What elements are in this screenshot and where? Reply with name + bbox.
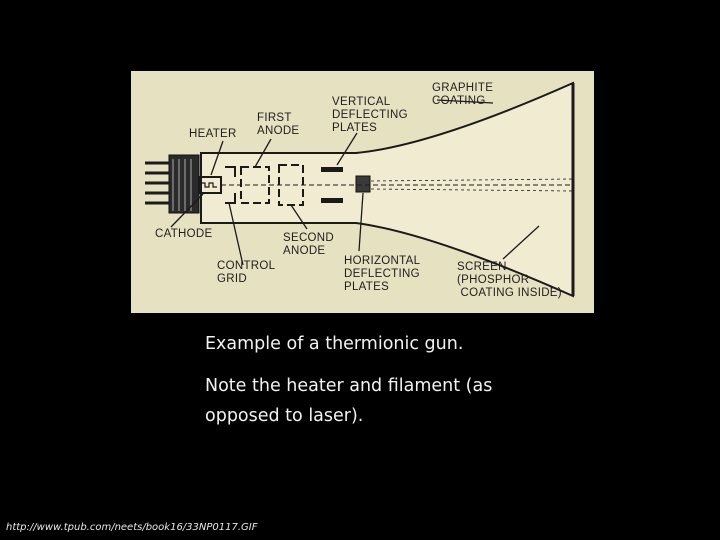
horizontal-plates [355,175,371,193]
label-graphite-coating: GRAPHITE COATING [432,82,494,107]
crt-tube-drawing [145,81,575,298]
label-screen: SCREEN (PHOSPHOR COATING INSIDE) [457,261,562,299]
caption-line-2: Note the heater and filament (as [205,376,493,396]
control-grid [225,166,236,204]
tube-base [168,154,200,214]
label-second-anode: SECOND ANODE [283,232,335,257]
source-link[interactable]: http://www.tpub.com/neets/book16/33NP011… [6,522,258,533]
label-first-anode: FIRST ANODE [257,112,300,137]
label-vertical-plates: VERTICAL DEFLECTING PLATES [332,96,408,134]
label-cathode: CATHODE [155,228,213,240]
label-horizontal-plates: HORIZONTAL DEFLECTING PLATES [344,255,421,293]
label-control-grid: CONTROL GRID [217,260,276,285]
caption-line-3: opposed to laser). [205,406,364,426]
vertical-plates [321,167,343,172]
base-pins [145,161,169,205]
crt-diagram: HEATER FIRST ANODE VERTICAL DEFLECTING P… [131,71,594,313]
label-heater: HEATER [189,128,237,140]
caption-line-1: Example of a thermionic gun. [205,334,464,354]
